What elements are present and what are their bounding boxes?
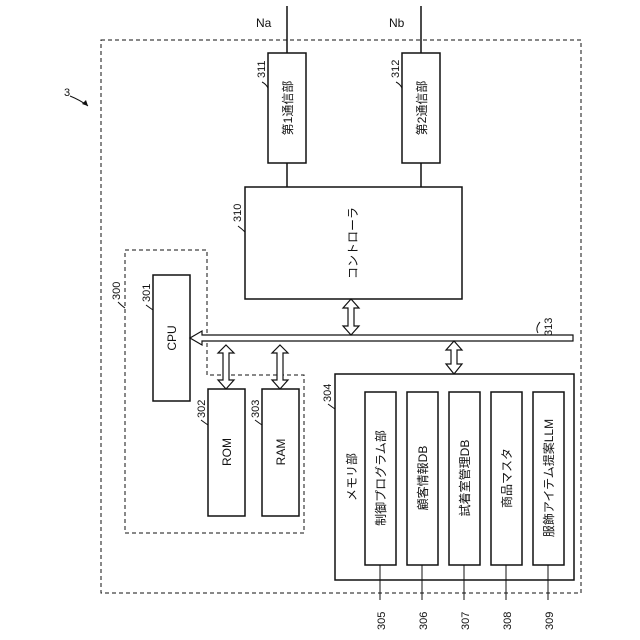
- ram-ref-leader: [255, 420, 262, 425]
- memory-item: 試着室管理DB 307: [449, 392, 480, 630]
- bus-ref: 313: [543, 318, 555, 336]
- comm2-ref-leader: [396, 82, 402, 88]
- memory-label: メモリ部: [344, 453, 359, 501]
- signal-label-nb: Nb: [389, 16, 405, 30]
- memory-item: 商品マスタ 308: [491, 392, 522, 630]
- bus-ref-leader: [537, 322, 540, 333]
- rom-label: ROM: [220, 438, 234, 466]
- processor-group-ref: 300: [111, 282, 123, 300]
- svg-text:試着室管理DB: 試着室管理DB: [457, 440, 472, 517]
- memory-item: 服飾アイテム提案LLM 309: [533, 392, 564, 630]
- processor-group-ref-leader: [118, 302, 125, 308]
- ram-ref: 303: [250, 400, 262, 418]
- comm1-label: 第1通信部: [280, 81, 295, 136]
- controller-label: コントローラ: [346, 207, 360, 279]
- svg-text:服飾アイテム提案LLM: 服飾アイテム提案LLM: [541, 419, 556, 537]
- memory-item: 顧客情報DB 306: [407, 392, 438, 630]
- svg-text:308: 308: [502, 612, 514, 630]
- bus-ram-arrow: [272, 345, 288, 389]
- svg-text:制御プログラム部: 制御プログラム部: [373, 430, 388, 526]
- controller-ref-leader: [238, 226, 245, 232]
- memory-ref-leader: [328, 404, 335, 409]
- memory-item: 制御プログラム部 305: [365, 392, 396, 630]
- svg-text:商品マスタ: 商品マスタ: [499, 448, 514, 508]
- svg-text:306: 306: [418, 612, 430, 630]
- controller-ref: 310: [232, 204, 244, 222]
- comm1-ref: 311: [256, 60, 268, 78]
- rom-ref-leader: [201, 420, 208, 425]
- comm2-ref: 312: [390, 60, 402, 78]
- cpu-ref-leader: [146, 305, 153, 310]
- cpu-label: CPU: [165, 325, 179, 350]
- cpu-ref: 301: [141, 284, 153, 302]
- controller-bus-arrow: [343, 299, 359, 335]
- memory-ref: 304: [322, 384, 334, 402]
- bus-memory-arrow: [446, 341, 462, 374]
- comm1-ref-leader: [262, 82, 268, 88]
- ram-label: RAM: [274, 439, 288, 466]
- svg-text:顧客情報DB: 顧客情報DB: [415, 446, 430, 511]
- svg-text:305: 305: [376, 612, 388, 630]
- svg-text:309: 309: [544, 612, 556, 630]
- rom-ref: 302: [196, 400, 208, 418]
- comm2-label: 第2通信部: [414, 81, 429, 136]
- bus-rom-arrow: [218, 345, 234, 389]
- svg-text:307: 307: [460, 612, 472, 630]
- system-bus: [190, 331, 573, 345]
- figure-ref: 3: [64, 87, 70, 99]
- signal-label-na: Na: [256, 16, 272, 30]
